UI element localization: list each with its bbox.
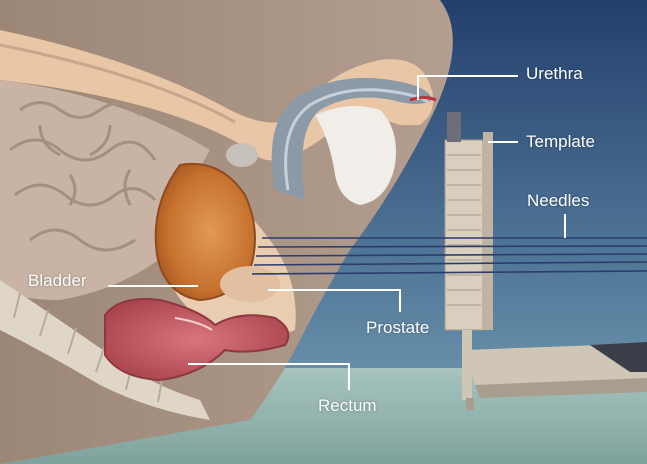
label-prostate: Prostate [366, 319, 429, 336]
label-template: Template [526, 133, 595, 150]
label-urethra: Urethra [526, 65, 583, 82]
label-bladder: Bladder [28, 272, 87, 289]
prostate [220, 266, 280, 302]
label-needles: Needles [527, 192, 589, 209]
label-rectum: Rectum [318, 397, 377, 414]
